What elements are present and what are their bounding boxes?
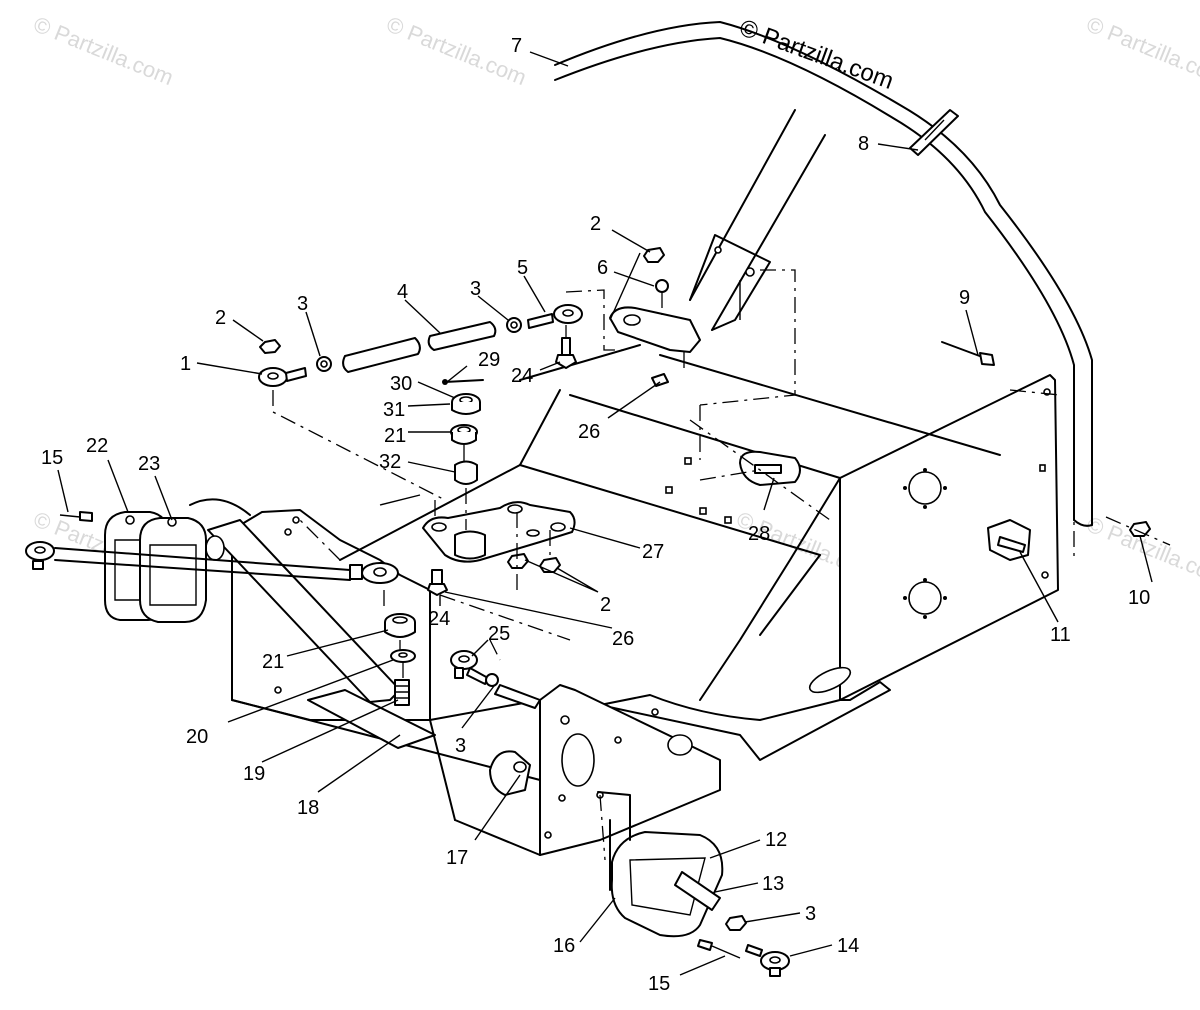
left-tie-rod [25, 541, 399, 584]
callout-29: 29 [478, 349, 500, 371]
upper-tie-rod [258, 247, 669, 387]
callout-10: 10 [1128, 587, 1150, 609]
callout-25: 25 [488, 623, 510, 645]
callout-3: 3 [805, 903, 816, 925]
callout-15: 15 [648, 973, 670, 995]
callout-11: 11 [1050, 624, 1071, 646]
callout-9: 9 [959, 287, 970, 309]
callout-labels: 1 2 3 4 3 5 7 8 2 6 9 24 29 30 31 21 32 … [41, 35, 1150, 995]
lower-bushing [384, 569, 448, 706]
strap-part [909, 109, 959, 156]
callout-18: 18 [297, 797, 319, 819]
callout-3: 3 [297, 293, 308, 315]
callout-3: 3 [470, 278, 481, 300]
chassis-frame [231, 354, 1059, 856]
callout-7: 7 [511, 35, 522, 57]
right-mount-plate [450, 650, 790, 977]
callout-31: 31 [383, 399, 405, 421]
assembly-lines [272, 269, 1093, 861]
left-hardware [59, 511, 93, 522]
right-hardware [651, 341, 1171, 561]
callout-4: 4 [397, 281, 408, 303]
callout-13: 13 [762, 873, 784, 895]
callout-5: 5 [517, 257, 528, 279]
callout-22: 22 [86, 435, 108, 457]
callout-21: 21 [384, 425, 406, 447]
callout-3: 3 [455, 735, 466, 757]
callout-17: 17 [446, 847, 468, 869]
callout-24: 24 [428, 608, 450, 630]
callout-12: 12 [765, 829, 787, 851]
callout-24: 24 [511, 365, 533, 387]
callout-23: 23 [138, 453, 160, 475]
watermark-faint: © Partzilla.com [383, 11, 530, 90]
callout-1: 1 [180, 353, 191, 375]
callout-2: 2 [590, 213, 601, 235]
callout-21: 21 [262, 651, 284, 673]
left-column [189, 498, 401, 703]
callout-2: 2 [600, 594, 611, 616]
callout-27: 27 [642, 541, 664, 563]
callout-30: 30 [390, 373, 412, 395]
pad-plate [307, 689, 436, 749]
steering-bar [554, 21, 1093, 527]
callout-26: 26 [578, 421, 600, 443]
callout-15: 15 [41, 447, 63, 469]
leader-lines [57, 51, 1153, 976]
callout-8: 8 [858, 133, 869, 155]
callout-16: 16 [553, 935, 575, 957]
upper-bracket [519, 234, 771, 381]
callout-2: 2 [215, 307, 226, 329]
callout-32: 32 [379, 451, 401, 473]
callout-14: 14 [837, 935, 859, 957]
callout-19: 19 [243, 763, 265, 785]
callout-28: 28 [748, 523, 770, 545]
callout-26: 26 [612, 628, 634, 650]
watermark-main: © Partzilla.com [736, 14, 897, 95]
callout-6: 6 [597, 257, 608, 279]
watermark-faint: © Partzilla.com [1083, 11, 1200, 90]
watermark-faint: © Partzilla.com [30, 11, 177, 90]
callout-20: 20 [186, 726, 208, 748]
